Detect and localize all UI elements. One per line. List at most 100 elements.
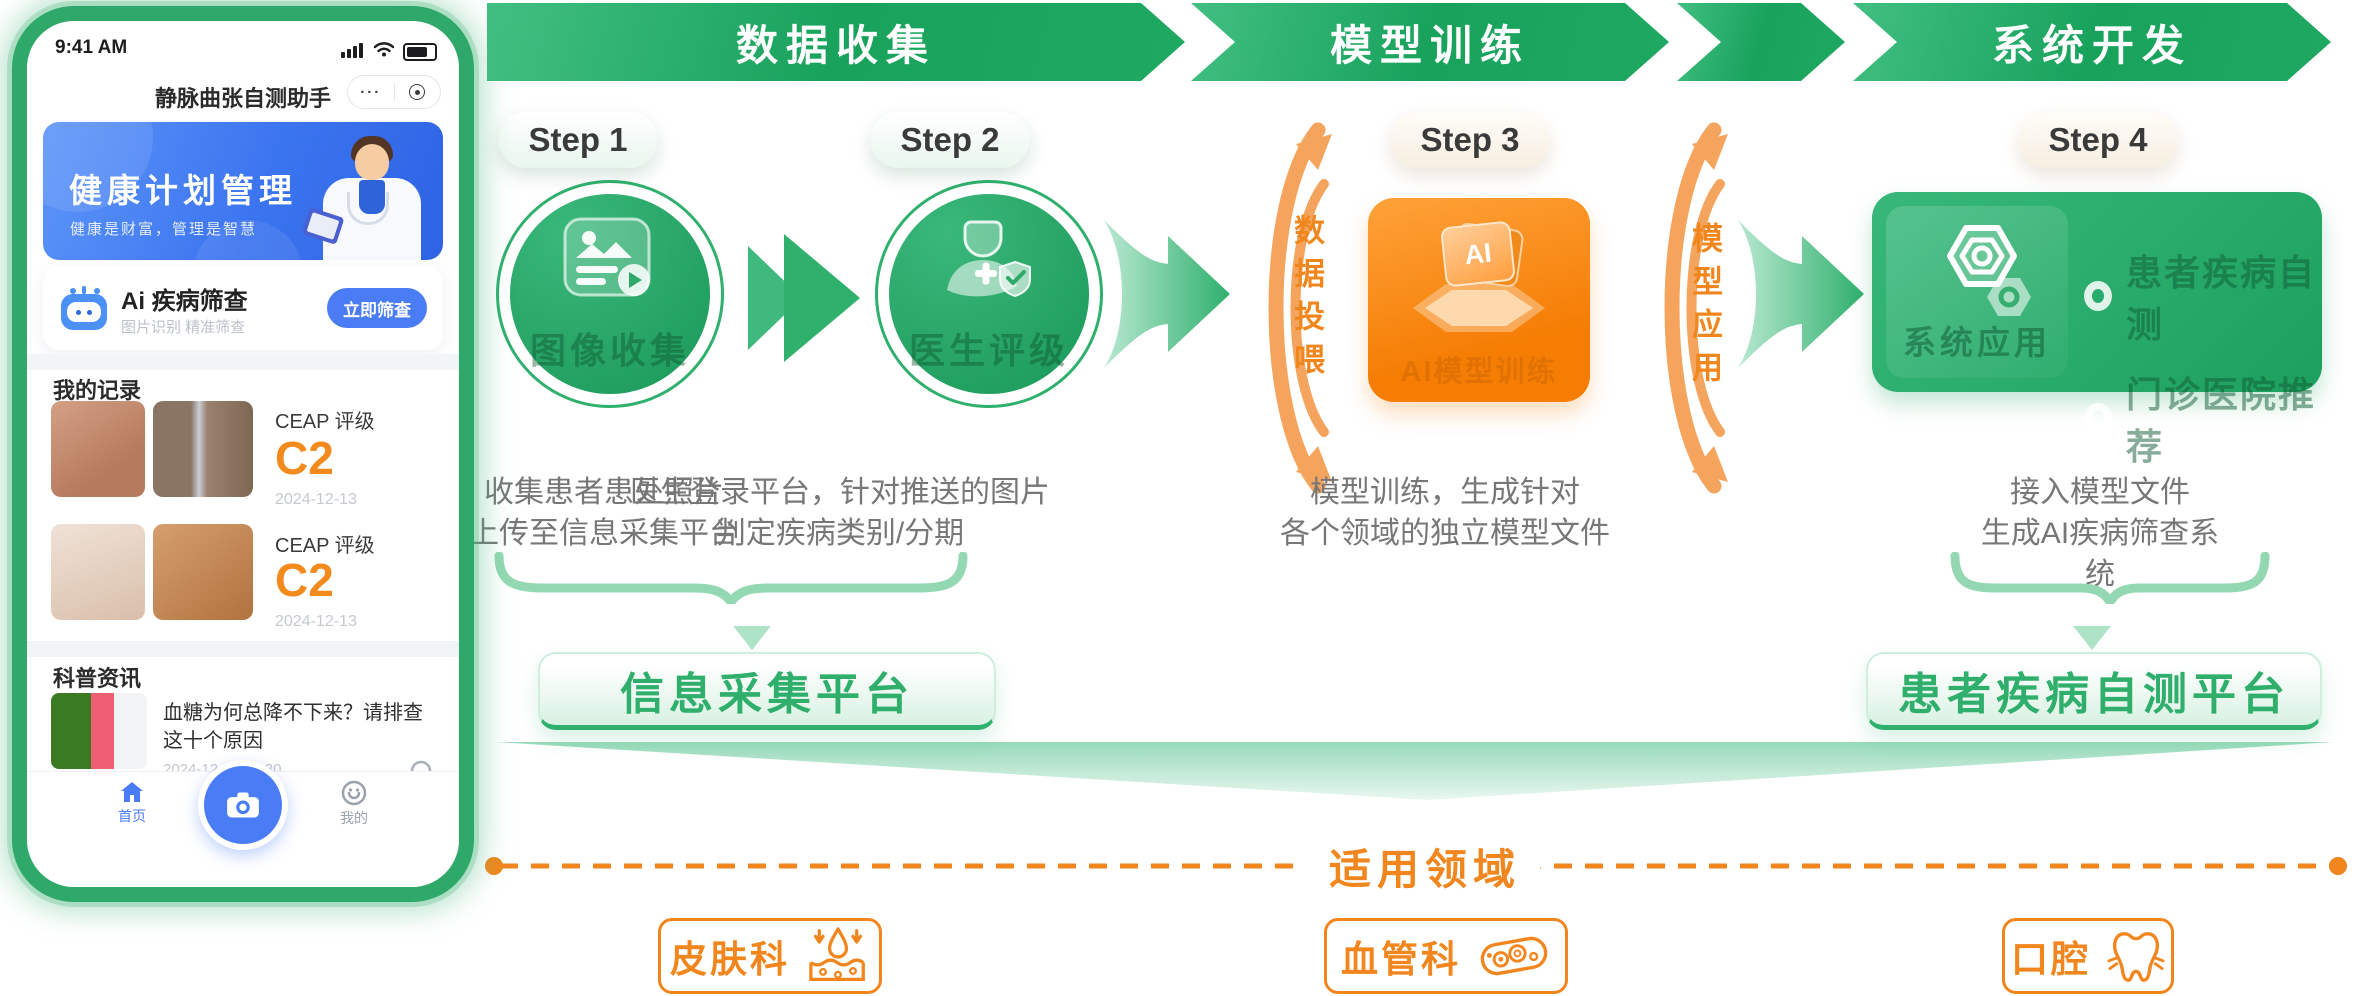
image-collection-icon — [562, 216, 658, 304]
signal-icon — [341, 43, 363, 58]
brace-to-platform2 — [1950, 552, 2270, 604]
article-thumbnail — [51, 693, 147, 769]
battery-icon — [403, 43, 437, 61]
system-feature-list: 患者疾病自测 门诊医院推荐 — [2084, 244, 2322, 488]
phase-banner-data-collection: 数据收集 — [487, 3, 1185, 81]
status-time: 9:41 AM — [55, 37, 128, 58]
grade-label: CEAP 评级 — [275, 411, 375, 433]
record-date: 2024-12-13 — [275, 491, 357, 508]
brace-to-platform1 — [494, 552, 968, 604]
ring-bullet-icon — [2084, 281, 2113, 311]
flow-arrow — [1738, 220, 1864, 368]
ai-card-subtitle: 图片识别 精准筛查 — [121, 319, 246, 336]
banner-title: 健康计划管理 — [69, 172, 297, 209]
feature-label: 门诊医院推荐 — [2126, 374, 2317, 467]
step1-label: 图像收集 — [529, 330, 690, 371]
step4-label: 系统应用 — [1903, 324, 2051, 361]
domain-title-badge: 适用领域 — [1299, 822, 1551, 910]
gear-hexagon-icon — [1922, 224, 2038, 328]
step3-badge: Step 3 — [1390, 112, 1550, 168]
health-plan-banner[interactable]: 健康计划管理 健康是财富，管理是智慧 — [43, 122, 443, 260]
step3-label: AI模型训练 — [1400, 356, 1558, 388]
home-icon — [87, 780, 177, 804]
feature-label: 患者疾病自测 — [2126, 252, 2317, 345]
feature-item: 门诊医院推荐 — [2084, 366, 2322, 470]
step1-image-collection: 图像收集 — [496, 180, 724, 408]
domain-label: 血管科 — [1341, 939, 1461, 980]
news-section-title: 科普资讯 — [53, 666, 142, 691]
phase-banner-model-training: 模型训练 — [1191, 3, 1669, 81]
funnel-shape — [496, 742, 2333, 800]
tooth-icon — [2107, 928, 2165, 984]
capsule-divider — [393, 83, 395, 101]
step2-badge: Step 2 — [870, 112, 1030, 168]
flow-arrow — [1104, 220, 1230, 368]
domain-vascular: 血管科 — [1324, 918, 1568, 994]
app-title: 静脉曲张自测助手 — [154, 86, 331, 111]
step3-ai-training-box: AI AI模型训练 — [1368, 198, 1590, 402]
connector-label-data-feed: 数据投喂 — [1289, 214, 1324, 386]
step1-badge: Step 1 — [498, 112, 658, 168]
tab-bar: 首页 我的 — [27, 760, 459, 887]
tab-mine[interactable]: 我的 — [309, 780, 399, 828]
step1-caption: 收集患者患处照片上传至信息采集平台 — [469, 476, 739, 550]
phone-mockup: 9:41 AM 静脉曲张自测助手 ··· 健康计划管理 健康是财富，管理是智慧 — [12, 6, 474, 902]
blood-vessel-icon — [1477, 928, 1551, 984]
tab-mine-label: 我的 — [340, 810, 368, 826]
miniprogram-capsule[interactable]: ··· — [347, 75, 441, 109]
ai-screening-card[interactable]: Ai 疾病筛查 图片识别 精准筛查 立即筛查 — [43, 266, 443, 350]
domain-oral: 口腔 — [2002, 918, 2174, 994]
step4-system-box: 系统应用 患者疾病自测 门诊医院推荐 — [1872, 192, 2322, 467]
skin-icon — [806, 927, 870, 985]
section-divider — [27, 641, 459, 657]
banner-subtitle: 健康是财富，管理是智慧 — [70, 221, 258, 238]
user-icon — [309, 780, 399, 806]
platform-info-collection: 信息采集平台 — [538, 652, 996, 730]
section-divider — [27, 354, 459, 370]
arrow-down-icon — [733, 626, 771, 650]
leg-photo — [153, 524, 253, 620]
platform-patient-selftest: 患者疾病自测平台 — [1866, 652, 2322, 730]
doctor-rating-icon — [937, 216, 1041, 308]
capsule-menu-icon[interactable]: ··· — [360, 83, 382, 101]
system-app-panel: 系统应用 — [1886, 206, 2068, 378]
record-date: 2024-12-13 — [275, 613, 357, 630]
phase-banner-system-development: 系统开发 — [1853, 3, 2331, 81]
tab-home[interactable]: 首页 — [87, 780, 177, 826]
doctor-illustration — [287, 134, 437, 260]
capsule-close-icon[interactable] — [395, 84, 441, 100]
grade-value: C2 — [275, 554, 334, 606]
robot-icon — [61, 286, 107, 330]
ai-card-title: Ai 疾病筛查 — [121, 288, 248, 315]
records-section-title: 我的记录 — [53, 378, 142, 403]
camera-icon — [226, 791, 260, 819]
ai-3d-icon: AI — [1409, 218, 1549, 336]
grade-label: CEAP 评级 — [275, 535, 375, 557]
arrow-right-icon — [784, 234, 860, 362]
step3-caption: 模型训练，生成针对各个领域的独立模型文件 — [1280, 476, 1610, 550]
leg-photo — [153, 401, 253, 497]
data-feed-bracket — [1268, 122, 1332, 494]
step2-caption: 医生登录平台，针对推送的图片判定疾病类别/分期 — [630, 476, 1050, 550]
model-apply-bracket — [1664, 122, 1728, 494]
step2-label: 医生评级 — [908, 330, 1069, 371]
ring-bullet-icon — [2084, 403, 2113, 433]
domain-title: 适用领域 — [1328, 845, 1521, 893]
domain-label: 皮肤科 — [670, 939, 790, 980]
phone-screen: 9:41 AM 静脉曲张自测助手 ··· 健康计划管理 健康是财富，管理是智慧 — [27, 21, 459, 887]
wifi-icon — [373, 39, 395, 57]
camera-fab-button[interactable] — [198, 760, 288, 850]
arrow-down-icon — [2073, 626, 2111, 650]
domain-dermatology: 皮肤科 — [658, 918, 882, 994]
article-title: 血糖为何总降不下来？请排查这十个原因 — [163, 702, 423, 752]
step2-doctor-rating: 医生评级 — [875, 180, 1103, 408]
ribbon-segment-blank — [1677, 3, 1845, 81]
screen-now-button[interactable]: 立即筛查 — [327, 288, 427, 328]
step4-badge: Step 4 — [2018, 112, 2178, 168]
step4-caption: 接入模型文件生成AI疾病筛查系统 — [1980, 476, 2220, 591]
grade-value: C2 — [275, 432, 334, 484]
leg-photo — [51, 401, 145, 497]
tab-home-label: 首页 — [118, 808, 146, 824]
domain-label: 口腔 — [2011, 939, 2091, 980]
